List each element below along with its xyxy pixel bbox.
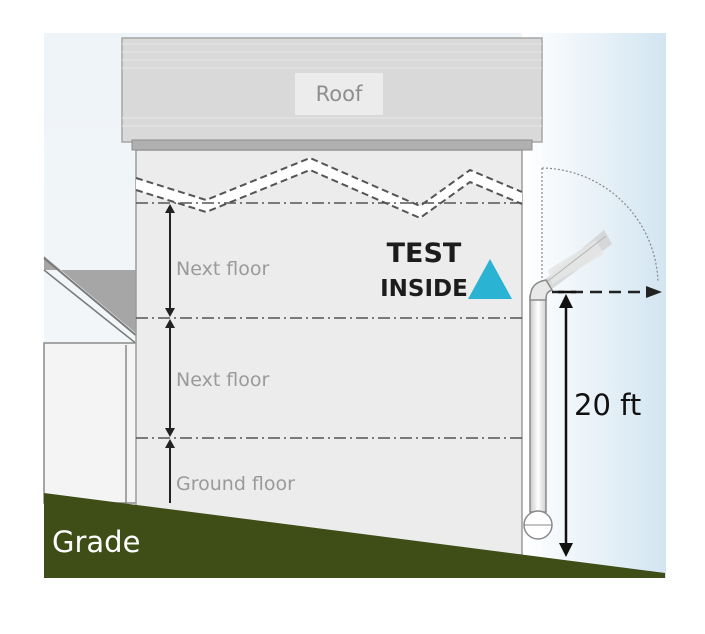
fan-icon [542, 230, 612, 292]
height-label: 20 ft [574, 388, 641, 422]
grade-ground [44, 493, 665, 578]
floor-label-middle: Next floor [176, 369, 270, 391]
triangle-icon [468, 259, 512, 299]
roof-label: Roof [316, 82, 363, 106]
test-label-line1: TEST [387, 238, 462, 269]
roof: Roof [121, 37, 543, 151]
roof-label-box [295, 73, 383, 115]
floor-label-ground: Ground floor [176, 473, 295, 495]
floor-lines [136, 202, 522, 439]
vent-pipe [523, 279, 554, 540]
floor-height-arrows [165, 204, 175, 503]
discharge-arrow [552, 286, 662, 298]
grade-label: Grade [52, 525, 140, 559]
floor-label-upper: Next floor [176, 258, 270, 280]
swing-arc [541, 167, 659, 283]
height-dimension-arrow [558, 290, 576, 557]
test-label-line2: INSIDE [380, 276, 468, 302]
house-wall [135, 149, 523, 556]
